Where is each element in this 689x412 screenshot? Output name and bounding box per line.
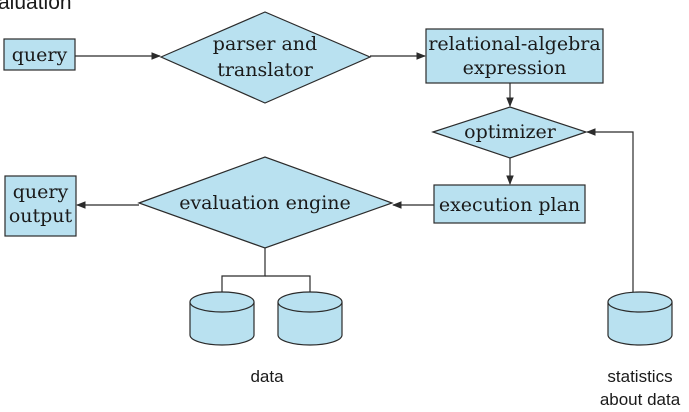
execution-plan-label: execution plan xyxy=(439,194,580,216)
statistics-label-line2: about data xyxy=(600,390,681,409)
edge-statistics-to-optimizer xyxy=(586,128,634,292)
output-label-line2: output xyxy=(9,205,73,227)
evaluation-engine-node: evaluation engine xyxy=(137,156,394,249)
statistics-cylinder xyxy=(607,291,673,346)
query-output-node: query output xyxy=(4,175,77,237)
query-node: query xyxy=(3,38,76,71)
parser-translator-node: parser and translator xyxy=(159,11,372,104)
optimizer-node: optimizer xyxy=(431,106,588,159)
execution-plan-node: execution plan xyxy=(433,184,586,224)
optimizer-label: optimizer xyxy=(464,121,557,143)
data-cylinder-2 xyxy=(277,291,343,346)
edge-engine-to-data xyxy=(221,248,266,292)
relational-algebra-node: relational-algebra expression xyxy=(425,28,604,84)
data-cylinder-1 xyxy=(189,291,255,346)
parser-label-line1: parser and xyxy=(213,33,317,55)
parser-label-line2: translator xyxy=(217,59,314,81)
relalg-label-line1: relational-algebra xyxy=(428,33,600,55)
edge-engine-to-data-2 xyxy=(265,275,311,292)
heading-fragment: aluation xyxy=(0,0,72,14)
evaluation-engine-label: evaluation engine xyxy=(179,192,351,214)
query-label: query xyxy=(12,44,68,66)
statistics-label-line1: statistics xyxy=(607,367,672,386)
data-label: data xyxy=(250,367,284,386)
relalg-label-line2: expression xyxy=(463,57,567,79)
output-label-line1: query xyxy=(13,181,69,203)
